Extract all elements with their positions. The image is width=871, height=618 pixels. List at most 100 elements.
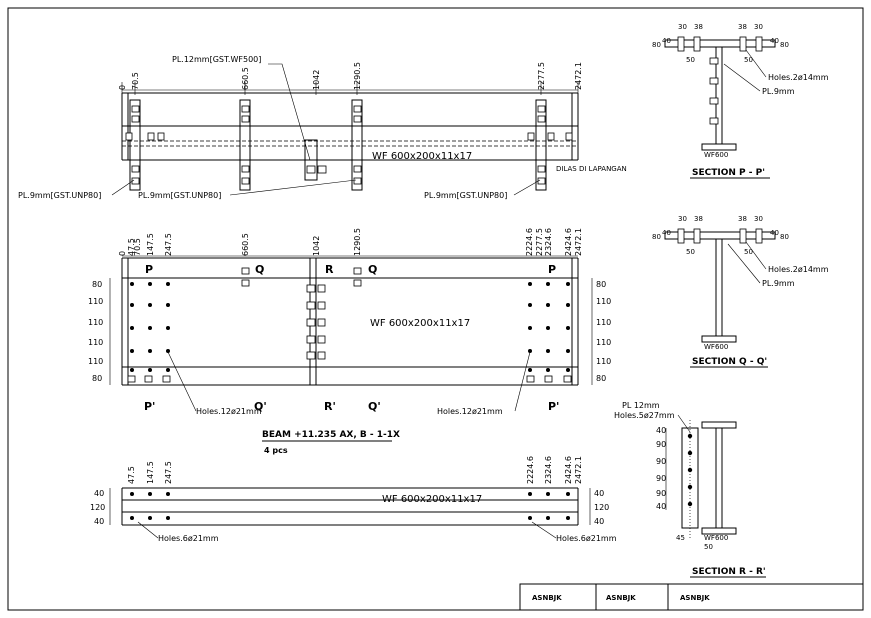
dim-mid-7: 1290.5 xyxy=(353,228,362,256)
plan-spacing-left-1: 120 xyxy=(90,503,105,512)
section-mark-q2-top: Q xyxy=(368,263,377,276)
dim-top-4: 1290.5 xyxy=(353,62,362,90)
dim-mid-11: 2424.6 xyxy=(564,228,573,256)
spacing-right-4: 110 xyxy=(596,357,611,366)
section-mark-p-top: P xyxy=(145,263,153,276)
spacing-right-3: 110 xyxy=(596,338,611,347)
secr-holes: Holes.5ø27mm xyxy=(614,411,675,420)
dim-top-0: 0 xyxy=(118,85,127,90)
title-cell-1: ASNBJK xyxy=(532,594,562,602)
dim-mid-0: 0 xyxy=(118,251,127,256)
spacing-right-2: 110 xyxy=(596,318,611,327)
spacing-left-0: 80 xyxy=(92,280,102,289)
dim-top-5: 2277.5 xyxy=(537,62,546,90)
secr-bottom-mid: 50 xyxy=(704,543,713,551)
beam-label-top: WF 600x200x11x17 xyxy=(372,151,472,162)
pl-right-label: PL.9mm[GST.UNP80] xyxy=(424,191,507,200)
secq-holes: Holes.2ø14mm xyxy=(768,265,829,274)
spacing-right-1: 110 xyxy=(596,297,611,306)
spacing-left-2: 110 xyxy=(88,318,103,327)
beam-label-mid: WF 600x200x11x17 xyxy=(370,318,470,329)
secp-dim-0: 30 xyxy=(678,23,687,31)
secr-space-1: 90 xyxy=(656,440,666,449)
secr-plate: PL 12mm xyxy=(622,401,660,410)
pl-left-label: PL.9mm[GST.UNP80] xyxy=(18,191,101,200)
title-cell-3: ASNBJK xyxy=(680,594,710,602)
title-block: ASNBJK ASNBJK ASNBJK xyxy=(519,583,864,611)
dim-mid-4: 247.5 xyxy=(164,233,173,256)
secq-side-right: 40 xyxy=(770,229,779,237)
plan-spacing-left-2: 40 xyxy=(94,517,104,526)
secr-space-2: 90 xyxy=(656,457,666,466)
plan-dim-right-0: 2224.6 xyxy=(526,456,535,484)
beam-title: BEAM +11.235 AX, B - 1-1X xyxy=(262,430,400,440)
secr-title: SECTION R - R' xyxy=(692,567,766,577)
secp-inner-right: 50 xyxy=(744,56,753,64)
secq-beam: WF600 xyxy=(704,343,728,351)
dim-mid-5: 660.5 xyxy=(241,233,250,256)
elevation-mid: 0 47.5 70.5 147.5 247.5 660.5 1042 1290.… xyxy=(88,228,611,455)
secp-inner-left: 50 xyxy=(686,56,695,64)
secp-dim-1: 38 xyxy=(694,23,703,31)
secq-plate: PL.9mm xyxy=(762,279,795,288)
secp-side-left: 80 xyxy=(652,41,661,49)
secp-side-right: 40 xyxy=(770,37,779,45)
plan-spacing-right-0: 40 xyxy=(594,489,604,498)
dim-top-2: 660.5 xyxy=(241,67,250,90)
secr-space-5: 40 xyxy=(656,502,666,511)
dim-mid-12: 2472.1 xyxy=(574,228,583,256)
spacing-left-4: 110 xyxy=(88,357,103,366)
secp-holes: Holes.2ø14mm xyxy=(768,73,829,82)
dim-top-1: 70.5 xyxy=(131,72,140,90)
holes-right-label: Holes.12ø21mm xyxy=(437,407,503,416)
dim-mid-9: 2277.5 xyxy=(535,228,544,256)
section-p: 30 38 38 30 80 40 40 80 50 50 Holes.2ø14… xyxy=(652,23,829,179)
section-mark-q-bottom: Q' xyxy=(254,400,267,413)
section-mark-q2-bottom: Q' xyxy=(368,400,381,413)
spacing-left-3: 110 xyxy=(88,338,103,347)
secp-side-right2: 80 xyxy=(780,41,789,49)
secp-beam: WF600 xyxy=(704,151,728,159)
secp-dim-2: 38 xyxy=(738,23,747,31)
secp-dim-3: 30 xyxy=(754,23,763,31)
plan-spacing-right-2: 40 xyxy=(594,517,604,526)
plan-dim-right-1: 2324.6 xyxy=(544,456,553,484)
section-mark-p2-bottom: P' xyxy=(548,400,559,413)
plan-dim-left-0: 47.5 xyxy=(127,466,136,484)
beam-label-plan: WF 600x200x11x17 xyxy=(382,494,482,505)
elevation-top: 0 70.5 660.5 1042 1290.5 2277.5 2472.1 W… xyxy=(18,55,627,200)
secp-plate: PL.9mm xyxy=(762,87,795,96)
section-mark-r-bottom: R' xyxy=(324,400,336,413)
section-mark-p-bottom: P' xyxy=(144,400,155,413)
plan-bottom: 47.5 147.5 247.5 2224.6 2324.6 2424.6 24… xyxy=(90,456,617,543)
secp-side-left2: 40 xyxy=(662,37,671,45)
secq-title: SECTION Q - Q' xyxy=(692,357,767,367)
secr-space-0: 40 xyxy=(656,426,666,435)
secp-title: SECTION P - P' xyxy=(692,168,765,178)
section-q: 30 38 38 30 80 40 40 80 50 50 Holes.2ø14… xyxy=(652,215,829,368)
plan-dim-right-3: 2472.1 xyxy=(574,456,583,484)
holes-left-label: Holes.12ø21mm xyxy=(196,407,262,416)
secq-dim-0: 30 xyxy=(678,215,687,223)
plan-dim-left-1: 147.5 xyxy=(146,461,155,484)
dim-top-6: 2472.1 xyxy=(574,62,583,90)
plan-holes-left: Holes.6ø21mm xyxy=(158,534,219,543)
plan-dim-left-2: 247.5 xyxy=(164,461,173,484)
dim-mid-3: 147.5 xyxy=(146,233,155,256)
section-r: PL 12mm Holes.5ø27mm 40 90 90 90 90 40 4… xyxy=(614,401,766,578)
pl-mid-label: PL.9mm[GST.UNP80] xyxy=(138,191,221,200)
dim-mid-1: 47.5 xyxy=(127,238,136,256)
secr-bottom-left: 45 xyxy=(676,534,685,542)
section-mark-p2-top: P xyxy=(548,263,556,276)
title-cell-2: ASNBJK xyxy=(606,594,636,602)
secq-side-left: 80 xyxy=(652,233,661,241)
secq-side-right2: 80 xyxy=(780,233,789,241)
spacing-right-5: 80 xyxy=(596,374,606,383)
beam-qty: 4 pcs xyxy=(264,446,288,455)
secr-beam: WF600 xyxy=(704,534,728,542)
secq-dim-2: 38 xyxy=(738,215,747,223)
plan-spacing-right-1: 120 xyxy=(594,503,609,512)
secq-inner-left: 50 xyxy=(686,248,695,256)
plan-dim-right-2: 2424.6 xyxy=(564,456,573,484)
